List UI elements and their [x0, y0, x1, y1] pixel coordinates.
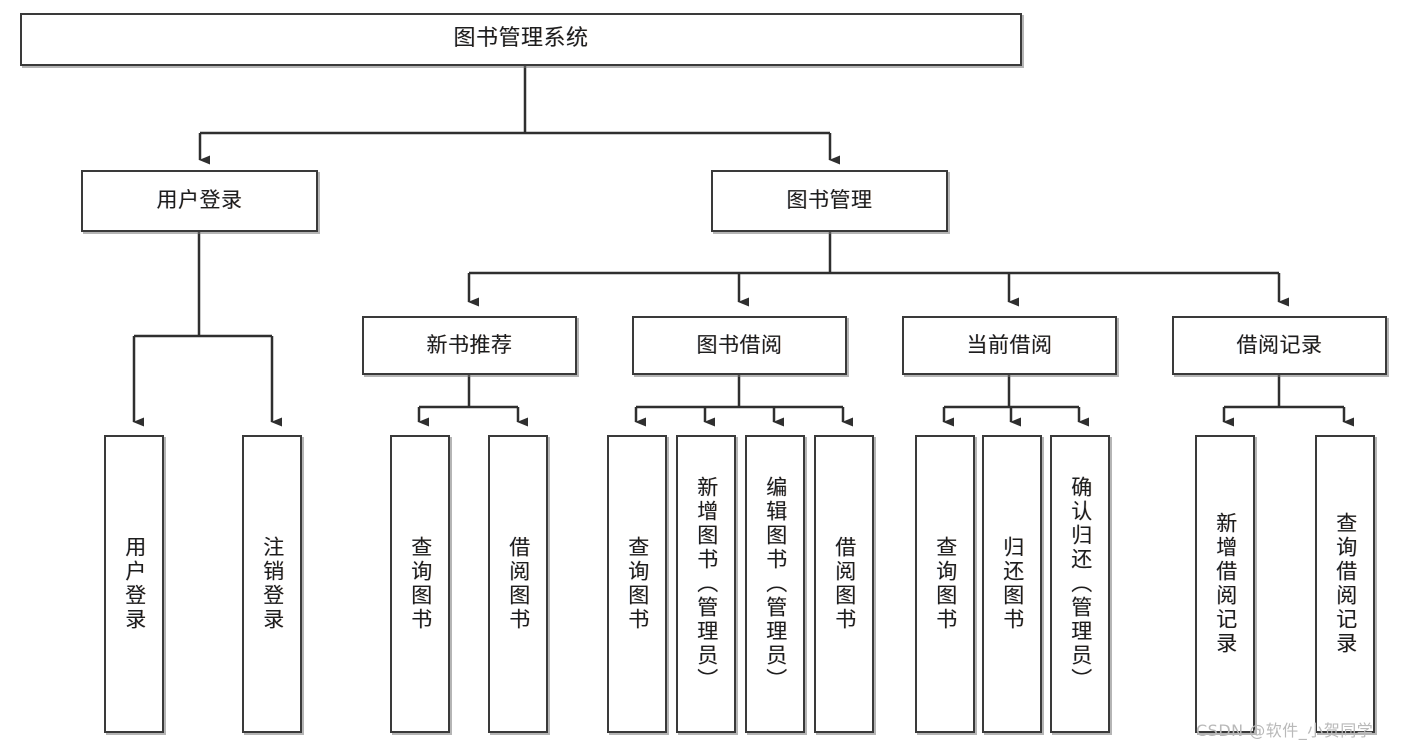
node-new-book-rec-label: 新书推荐 [426, 332, 513, 357]
node-root-label: 图书管理系统 [453, 26, 589, 52]
node-leaf-confirm-return[interactable]: 确认归还（管理员） [1050, 435, 1110, 733]
node-leaf-user-login[interactable]: 用户登录 [104, 435, 164, 733]
node-new-book-rec[interactable]: 新书推荐 [362, 316, 577, 375]
node-leaf-query-record[interactable]: 查询借阅记录 [1315, 435, 1375, 733]
node-current-borrow[interactable]: 当前借阅 [902, 316, 1117, 375]
node-leaf-query-book-2-label: 查询图书 [625, 536, 650, 632]
node-book-manage[interactable]: 图书管理 [711, 170, 948, 232]
node-leaf-borrow-book-2-label: 借阅图书 [832, 536, 857, 632]
node-leaf-user-login-label: 用户登录 [122, 536, 147, 632]
node-leaf-borrow-book-1-label: 借阅图书 [506, 536, 531, 632]
node-current-borrow-label: 当前借阅 [966, 332, 1053, 357]
node-root[interactable]: 图书管理系统 [20, 13, 1022, 66]
node-leaf-logout[interactable]: 注销登录 [242, 435, 302, 733]
node-leaf-query-book-1-label: 查询图书 [408, 536, 433, 632]
node-borrow-record-label: 借阅记录 [1236, 332, 1323, 357]
node-leaf-add-record-label: 新增借阅记录 [1213, 512, 1238, 656]
node-leaf-edit-book[interactable]: 编辑图书（管理员） [745, 435, 805, 733]
node-leaf-add-record[interactable]: 新增借阅记录 [1195, 435, 1255, 733]
node-leaf-query-book-3-label: 查询图书 [933, 536, 958, 632]
node-leaf-query-book-3[interactable]: 查询图书 [915, 435, 975, 733]
node-book-manage-label: 图书管理 [786, 188, 873, 213]
node-leaf-add-book[interactable]: 新增图书（管理员） [676, 435, 736, 733]
node-leaf-return-book-label: 归还图书 [1000, 536, 1025, 632]
node-leaf-return-book[interactable]: 归还图书 [982, 435, 1042, 733]
node-leaf-confirm-return-label: 确认归还（管理员） [1068, 476, 1093, 692]
node-leaf-borrow-book-1[interactable]: 借阅图书 [488, 435, 548, 733]
node-leaf-logout-label: 注销登录 [260, 536, 285, 632]
node-leaf-edit-book-label: 编辑图书（管理员） [763, 476, 788, 692]
node-book-borrow-label: 图书借阅 [696, 332, 783, 357]
node-leaf-query-record-label: 查询借阅记录 [1333, 512, 1358, 656]
node-leaf-query-book-1[interactable]: 查询图书 [390, 435, 450, 733]
node-leaf-add-book-label: 新增图书（管理员） [694, 476, 719, 692]
node-leaf-query-book-2[interactable]: 查询图书 [607, 435, 667, 733]
node-book-borrow[interactable]: 图书借阅 [632, 316, 847, 375]
node-user-login[interactable]: 用户登录 [81, 170, 318, 232]
node-borrow-record[interactable]: 借阅记录 [1172, 316, 1387, 375]
node-user-login-label: 用户登录 [156, 188, 243, 213]
node-leaf-borrow-book-2[interactable]: 借阅图书 [814, 435, 874, 733]
